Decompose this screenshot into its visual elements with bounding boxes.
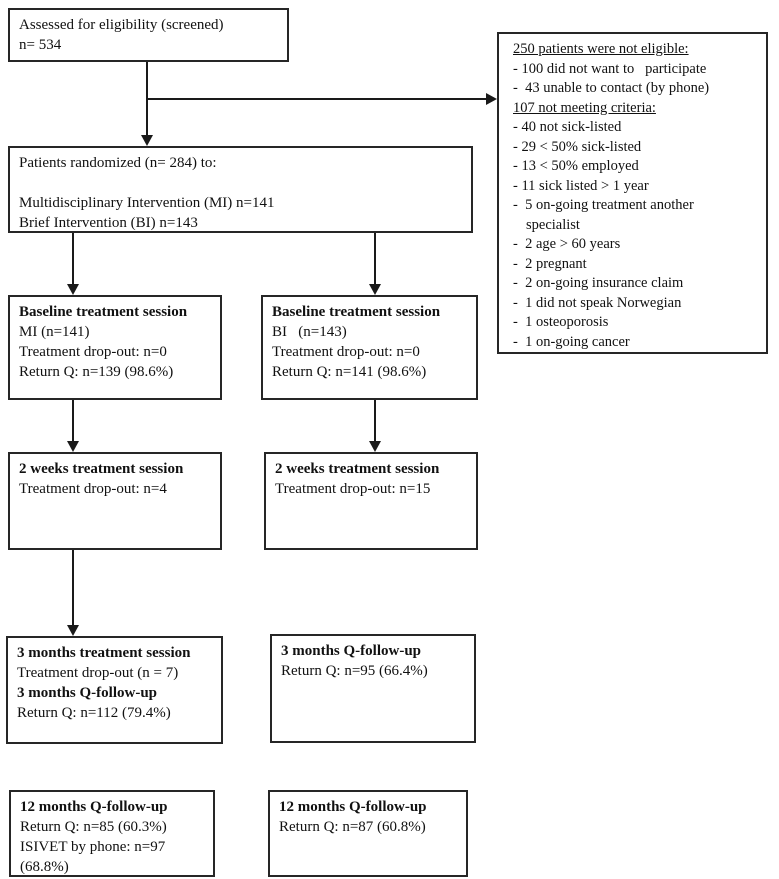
arrowhead-into-randomized — [141, 135, 153, 146]
not-eligible-item: - 100 did not want to participate — [513, 60, 707, 77]
weeks2-mi-box: 2 weeks treatment session Treatment drop… — [8, 452, 222, 550]
not-eligible-item: - 1 did not speak Norwegian — [513, 294, 682, 311]
baseline-mi-box: Baseline treatment session MI (n=141) Tr… — [8, 295, 222, 400]
not-meeting-criteria-heading: 107 not meeting criteria: — [513, 99, 656, 116]
randomized-mi-line: Multidisciplinary Intervention (MI) n=14… — [19, 195, 275, 211]
spacer — [19, 173, 462, 193]
weeks2-bi-title: 2 weeks treatment session — [275, 461, 440, 477]
months12-mi-box: 12 months Q-follow-up Return Q: n=85 (60… — [9, 790, 215, 877]
months3-mi-box: 3 months treatment session Treatment dro… — [6, 636, 223, 744]
randomized-line: Patients randomized (n= 284) to: — [19, 155, 217, 171]
baseline-bi-dropout: Treatment drop-out: n=0 — [272, 344, 420, 360]
months3-bi-title: 3 months Q-follow-up — [281, 643, 422, 659]
baseline-mi-return: Return Q: n=139 (98.6%) — [19, 364, 174, 380]
baseline-bi-return: Return Q: n=141 (98.6%) — [272, 364, 427, 380]
months3-bi-return: Return Q: n=95 (66.4%) — [281, 663, 428, 679]
not-eligible-item: - 11 sick listed > 1 year — [513, 177, 649, 194]
not-eligible-item: - 1 osteoporosis — [513, 314, 609, 330]
connector-randomized-to-baseline-bi — [374, 233, 376, 285]
connector-baseline-to-weeks2-bi — [374, 400, 376, 442]
months12-mi-isivet: ISIVET by phone: n=97 — [20, 839, 166, 855]
weeks2-mi-dropout: Treatment drop-out: n=4 — [19, 481, 167, 497]
not-eligible-item: - 1 on-going cancer — [513, 333, 630, 350]
screened-line: Assessed for eligibility (screened) — [19, 17, 224, 33]
randomized-box: Patients randomized (n= 284) to: Multidi… — [8, 146, 473, 233]
months12-mi-isivet-pct: (68.8%) — [20, 859, 69, 875]
not-eligible-item: - 13 < 50% employed — [513, 158, 639, 174]
arrowhead-into-months3-mi — [67, 625, 79, 636]
connector-baseline-to-weeks2-mi — [72, 400, 74, 442]
not-eligible-box: 250 patients were not eligible: - 100 di… — [497, 32, 768, 354]
connector-randomized-to-baseline-mi — [72, 233, 74, 285]
months12-bi-box: 12 months Q-follow-up Return Q: n=87 (60… — [268, 790, 468, 877]
months3-bi-box: 3 months Q-follow-up Return Q: n=95 (66.… — [270, 634, 476, 743]
not-eligible-item: - 2 pregnant — [513, 255, 587, 272]
randomized-bi-line: Brief Intervention (BI) n=143 — [19, 215, 198, 231]
not-eligible-item: - 2 age > 60 years — [513, 236, 621, 252]
weeks2-bi-dropout: Treatment drop-out: n=15 — [275, 481, 431, 497]
screened-count: n= 534 — [19, 37, 62, 53]
months12-mi-return: Return Q: n=85 (60.3%) — [20, 819, 167, 835]
baseline-bi-n: BI (n=143) — [272, 324, 347, 340]
months12-mi-title: 12 months Q-follow-up — [20, 799, 168, 815]
connector-weeks2-to-months3-mi — [72, 550, 74, 626]
connector-to-not-eligible — [147, 98, 487, 100]
not-eligible-heading: 250 patients were not eligible: — [513, 41, 689, 57]
not-eligible-item: - 40 not sick-listed — [513, 119, 622, 135]
not-eligible-item: - 43 unable to contact (by phone) — [513, 80, 710, 96]
not-eligible-item: - 5 on-going treatment another — [513, 197, 694, 213]
not-eligible-item: - 29 < 50% sick-listed — [513, 138, 642, 155]
months12-bi-title: 12 months Q-follow-up — [279, 799, 427, 815]
baseline-mi-n: MI (n=141) — [19, 324, 90, 340]
arrowhead-into-weeks2-mi — [67, 441, 79, 452]
baseline-mi-title: Baseline treatment session — [19, 304, 188, 320]
weeks2-mi-title: 2 weeks treatment session — [19, 461, 184, 477]
months3-mi-return: Return Q: n=112 (79.4%) — [17, 705, 171, 721]
baseline-bi-box: Baseline treatment session BI (n=143) Tr… — [261, 295, 478, 400]
arrowhead-into-weeks2-bi — [369, 441, 381, 452]
arrowhead-into-not-eligible — [486, 93, 497, 105]
months3-mi-title: 3 months treatment session — [17, 645, 191, 661]
not-eligible-item-wrap: specialist — [526, 216, 580, 233]
arrowhead-into-baseline-bi — [369, 284, 381, 295]
not-eligible-item: - 2 on-going insurance claim — [513, 275, 684, 291]
weeks2-bi-box: 2 weeks treatment session Treatment drop… — [264, 452, 478, 550]
months3-mi-dropout: Treatment drop-out (n = 7) — [17, 665, 179, 681]
arrowhead-into-baseline-mi — [67, 284, 79, 295]
months12-bi-return: Return Q: n=87 (60.8%) — [279, 819, 426, 835]
screened-box: Assessed for eligibility (screened) n= 5… — [8, 8, 289, 62]
baseline-bi-title: Baseline treatment session — [272, 304, 441, 320]
baseline-mi-dropout: Treatment drop-out: n=0 — [19, 344, 167, 360]
months3-mi-followup-title: 3 months Q-follow-up — [17, 685, 158, 701]
